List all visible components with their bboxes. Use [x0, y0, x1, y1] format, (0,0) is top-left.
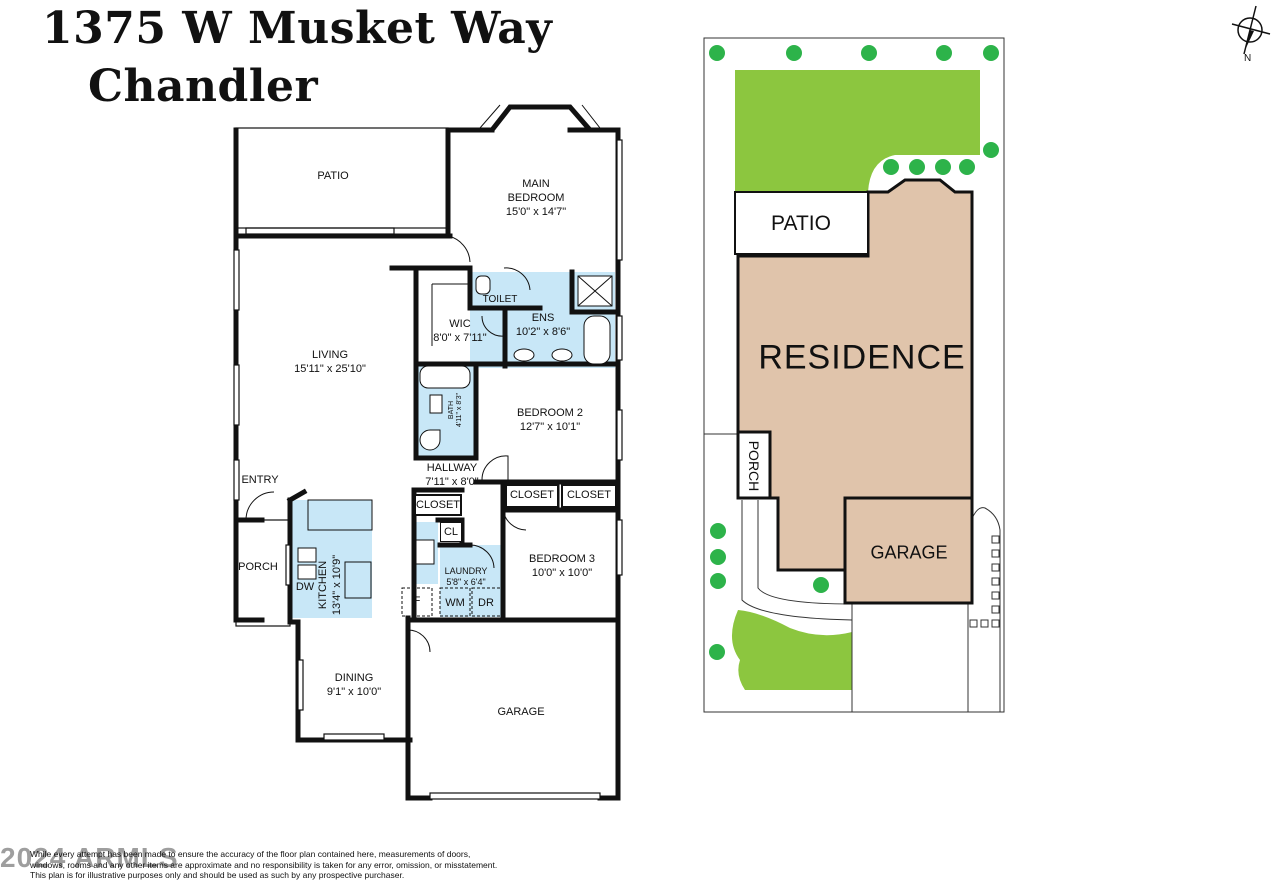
- closet-hall: CLOSET: [414, 494, 462, 516]
- room-laundry-name: LAUNDRY: [444, 566, 488, 576]
- doors: [245, 235, 531, 653]
- appliance-wm-name: WM: [445, 597, 465, 609]
- appliance-dr: DR: [478, 596, 494, 610]
- room-bedroom2-name: BEDROOM 2: [516, 407, 584, 419]
- room-toilet-name: TOILET: [482, 294, 518, 305]
- room-entry: ENTRY: [241, 473, 278, 487]
- room-hallway-dim: 7'11" x 8'0": [425, 476, 479, 488]
- garage-footprint: [843, 496, 974, 605]
- room-dining-dim: 9'1" x 10'0": [326, 686, 382, 698]
- site-porch-label: PORCH: [746, 440, 762, 492]
- room-ens-dim: 10'2" x 8'6": [515, 326, 571, 338]
- room-laundry: LAUNDRY 5'8" x 6'4": [445, 566, 488, 588]
- room-dining: DINING 9'1" x 10'0": [327, 671, 381, 699]
- room-wic: WIC 8'0" x 7'11": [433, 317, 486, 345]
- disclaimer: While every attempt has been made to ens…: [30, 849, 550, 881]
- room-toilet: TOILET: [483, 293, 518, 307]
- room-main-bedroom: MAIN BEDROOM 15'0" x 14'7": [506, 177, 566, 219]
- room-main-bedroom-dim: 15'0" x 14'7": [505, 206, 567, 218]
- room-entry-name: ENTRY: [241, 474, 279, 486]
- room-porch: PORCH: [238, 560, 278, 574]
- room-patio: PATIO: [317, 169, 348, 183]
- room-wic-dim: 8'0" x 7'11": [433, 332, 487, 344]
- room-bedroom3-name: BEDROOM 3: [528, 553, 596, 565]
- lawn-back: [735, 70, 980, 192]
- room-hallway: HALLWAY 7'11" x 8'0": [425, 461, 478, 489]
- room-bedroom2-dim: 12'7" x 10'1": [519, 421, 581, 433]
- lawn-front: [731, 610, 852, 690]
- room-living: LIVING 15'11" x 25'10": [294, 348, 366, 376]
- address-line1: 1375 W Musket Way: [42, 3, 553, 54]
- room-garage-name: GARAGE: [497, 706, 545, 718]
- room-porch-name: PORCH: [238, 561, 278, 573]
- fixtures: [297, 275, 613, 580]
- compass-icon: [1231, 5, 1271, 55]
- appliance-dw-name: DW: [295, 581, 315, 593]
- disclaimer-line1: While every attempt has been made to ens…: [30, 849, 471, 859]
- closet-bedroom2-b: CLOSET: [561, 484, 617, 508]
- appliance-fridge: F: [414, 594, 421, 608]
- room-bedroom2: BEDROOM 2 12'7" x 10'1": [517, 406, 583, 434]
- site-patio-label: PATIO: [771, 212, 831, 235]
- room-main-bedroom-name1: MAIN: [522, 178, 550, 190]
- room-bedroom3: BEDROOM 3 10'0" x 10'0": [529, 552, 595, 580]
- room-garage: GARAGE: [497, 705, 544, 719]
- appliance-dr-name: DR: [478, 597, 494, 609]
- appliance-fridge-name: F: [413, 595, 421, 607]
- room-main-bedroom-name2: BEDROOM: [507, 192, 565, 204]
- closet-cl: CL: [440, 522, 462, 542]
- room-living-name: LIVING: [311, 349, 349, 361]
- porch-footprint: [736, 430, 772, 500]
- site-residence-label: RESIDENCE: [758, 338, 966, 377]
- room-hallway-name: HALLWAY: [426, 462, 478, 474]
- room-ens-name: ENS: [531, 312, 555, 324]
- patio-footprint: [734, 191, 869, 255]
- room-dining-name: DINING: [334, 672, 374, 684]
- trees: [709, 45, 999, 660]
- compass-label: N: [1244, 53, 1252, 64]
- site-garage-label: GARAGE: [870, 542, 948, 563]
- driveway: [851, 603, 969, 713]
- appliance-dw: DW: [296, 580, 314, 594]
- room-ens: ENS 10'2" x 8'6": [516, 311, 570, 339]
- bay-window: [490, 104, 592, 132]
- disclaimer-line3: This plan is for illustrative purposes o…: [30, 870, 405, 880]
- room-wic-name: WIC: [449, 318, 471, 330]
- pavers: [969, 535, 1000, 628]
- watermark: 2024 ARMLS: [0, 842, 179, 873]
- address-line2: Chandler: [88, 61, 319, 112]
- room-patio-name: PATIO: [317, 170, 349, 182]
- appliance-wm: WM: [445, 596, 465, 610]
- room-bedroom3-dim: 10'0" x 10'0": [531, 567, 593, 579]
- room-laundry-dim: 5'8" x 6'4": [446, 577, 486, 587]
- closet-bedroom2-a: CLOSET: [505, 484, 559, 508]
- disclaimer-line2: windows, rooms and any other items are a…: [30, 859, 498, 870]
- windows: [233, 139, 623, 800]
- room-living-dim: 15'11" x 25'10": [294, 363, 366, 375]
